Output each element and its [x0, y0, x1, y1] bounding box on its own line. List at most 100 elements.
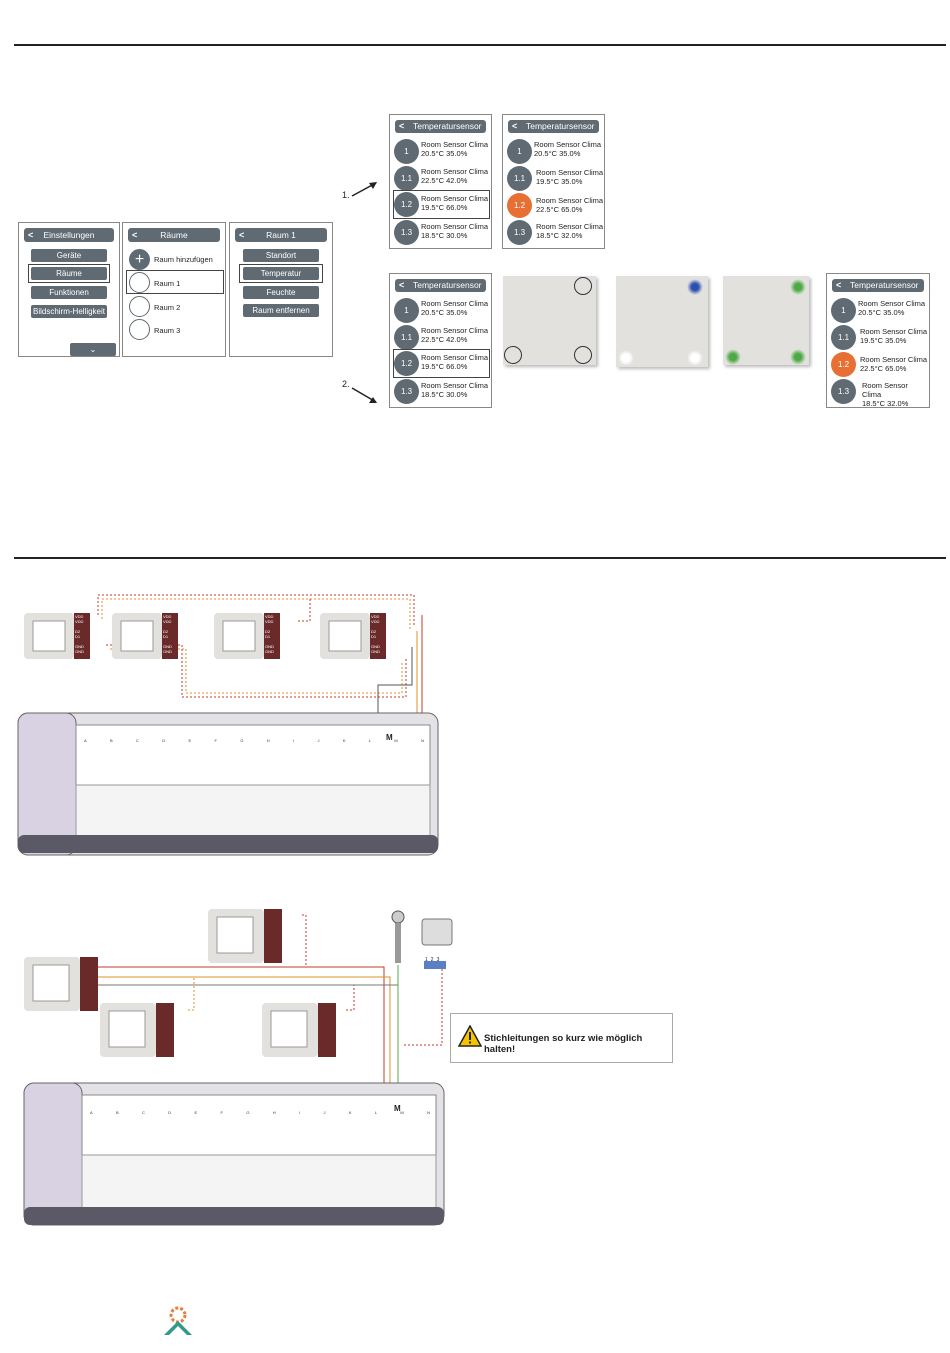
room-3-label[interactable]: Raum 3: [154, 326, 181, 335]
toilet-icon: [129, 296, 150, 317]
sensor-badge-icon: 1.3: [831, 379, 856, 404]
room-2-label[interactable]: Raum 2: [154, 303, 181, 312]
wiring-diagram-1: [17, 594, 439, 856]
add-icon[interactable]: +: [129, 249, 150, 270]
room-1-label[interactable]: Raum 1: [154, 279, 181, 288]
sensor-badge-icon: 1.3: [394, 379, 419, 404]
led-blue-icon: [687, 279, 703, 295]
menu-standort[interactable]: Standort: [243, 249, 319, 262]
selection-frame: [28, 264, 110, 283]
back-icon[interactable]: <: [399, 280, 405, 290]
menu-raum-entfernen[interactable]: Raum entfernen: [243, 304, 319, 317]
led-white-icon: [618, 350, 634, 366]
selection-frame: [126, 270, 224, 294]
chevron-down-icon: ⌄: [89, 345, 97, 354]
warning-text: Stichleitungen so kurz wie möglich halte…: [484, 1033, 643, 1055]
room-add-label[interactable]: Raum hinzufügen: [154, 255, 213, 264]
external-sensor-icon: [391, 910, 453, 969]
sensor-badge-icon: 1: [394, 139, 419, 164]
room1-screen: <Raum 1 Standort Temperatur Feuchte Raum…: [229, 222, 333, 357]
sofa-icon: [129, 272, 150, 293]
back-icon[interactable]: <: [28, 230, 34, 240]
back-icon[interactable]: <: [399, 121, 405, 131]
sensor-device-panel-1: [503, 276, 596, 365]
sensor-badge-icon: 1.1: [394, 325, 419, 350]
sensor-header[interactable]: <Temperatursensor: [395, 279, 486, 292]
selection-frame: [393, 349, 490, 378]
step-2-label: 2.: [342, 379, 350, 389]
menu-temperatur[interactable]: Temperatur: [243, 267, 319, 280]
wire-bundle: [98, 914, 443, 1125]
room-sensor-group: [24, 613, 386, 659]
sensor-header[interactable]: <Temperatursensor: [395, 120, 486, 133]
room1-header[interactable]: <Raum 1: [235, 228, 327, 242]
sensor-badge-icon: 1: [507, 139, 532, 164]
controller-mark: M: [386, 733, 393, 742]
room-sensor-group: [24, 909, 336, 1057]
sensor-header[interactable]: <Temperatursensor: [832, 279, 924, 292]
touch-point-icon: [574, 277, 592, 295]
settings-header[interactable]: <Einstellungen: [24, 228, 114, 242]
rooms-header[interactable]: <Räume: [128, 228, 220, 242]
sensor-badge-icon: 1: [831, 298, 856, 323]
sensor-badge-icon: 1.3: [394, 220, 419, 245]
menu-feuchte[interactable]: Feuchte: [243, 286, 319, 299]
back-icon[interactable]: <: [836, 280, 842, 290]
sensor-badge-icon: 1.3: [507, 220, 532, 245]
sensor-badge-icon: 1.1: [831, 325, 856, 350]
middle-divider: [14, 557, 946, 559]
menu-raeume[interactable]: Räume: [31, 267, 107, 280]
selection-frame: [239, 264, 323, 283]
sensor-badge-icon: 1: [394, 298, 419, 323]
sensor-badge-icon: 1.2: [394, 192, 419, 217]
selection-frame: [393, 190, 490, 219]
wiring-diagram-2: [23, 909, 453, 1226]
sensor-badge-icon: 1.1: [394, 166, 419, 191]
sensor-badge-icon: 1.1: [507, 166, 532, 191]
controller-housing: [23, 1082, 445, 1226]
menu-funktionen[interactable]: Funktionen "CALEON: [31, 286, 107, 310]
sensor-header[interactable]: <Temperatursensor: [508, 120, 599, 133]
scroll-down-button[interactable]: ⌄: [70, 343, 116, 356]
warning-box: Stichleitungen so kurz wie möglich halte…: [450, 1013, 673, 1063]
menu-geraete[interactable]: Geräte: [31, 249, 107, 262]
back-icon[interactable]: <: [132, 230, 138, 240]
controller-mark: M: [394, 1104, 401, 1113]
back-icon[interactable]: <: [239, 230, 245, 240]
touch-point-icon: [504, 346, 522, 364]
menu-bildschirm-helligkeit[interactable]: Bildschirm-Helligkeit: [31, 305, 107, 318]
warning-icon: [458, 1025, 482, 1047]
settings-screen: <Einstellungen Geräte Räume Funktionen "…: [18, 222, 120, 357]
step-1-arrow: [351, 182, 377, 197]
pot-icon: [129, 319, 150, 340]
top-divider: [14, 44, 946, 46]
back-icon[interactable]: <: [512, 121, 518, 131]
led-green-icon: [790, 349, 806, 365]
touch-point-icon: [574, 346, 592, 364]
controller-housing: [17, 712, 439, 856]
led-green-icon: [725, 349, 741, 365]
